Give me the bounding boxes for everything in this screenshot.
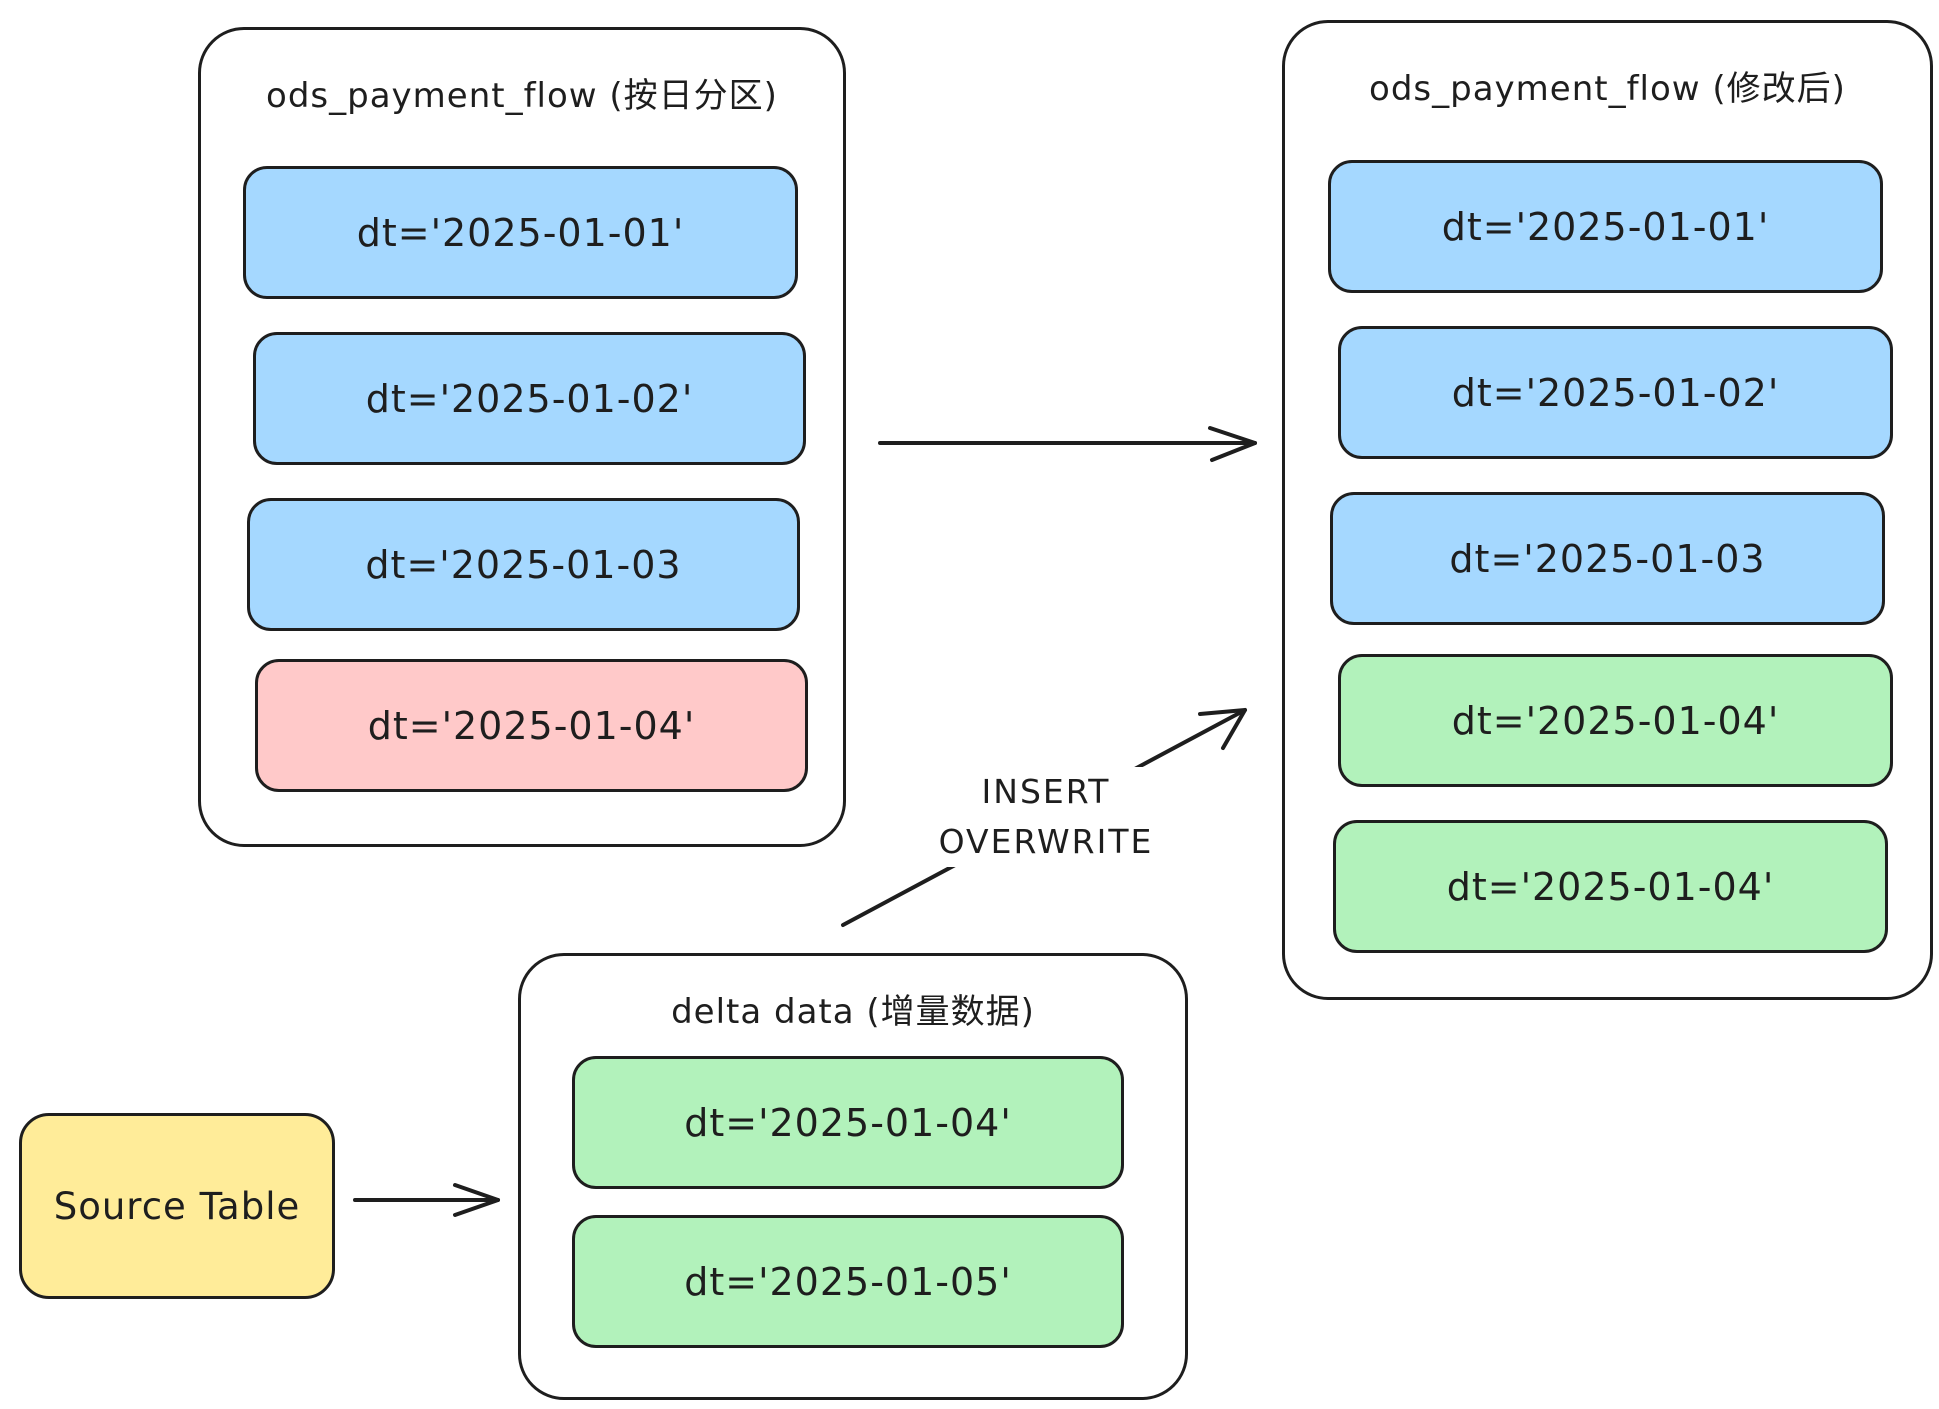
arrow-source-to-delta <box>353 1183 500 1217</box>
source-table-node: Source Table <box>19 1113 335 1299</box>
right-partition-4: dt='2025-01-04' <box>1338 654 1893 787</box>
left-partition-4: dt='2025-01-04' <box>255 659 808 792</box>
left-partition-2: dt='2025-01-02' <box>253 332 806 465</box>
right-table-title: ods_payment_flow (修改后) <box>1369 69 1846 109</box>
delta-partition-1: dt='2025-01-04' <box>572 1056 1124 1189</box>
delta-title: delta data (增量数据) <box>671 992 1035 1032</box>
right-partition-3: dt='2025-01-03 <box>1330 492 1885 625</box>
arrow-left-to-right <box>878 426 1257 462</box>
insert-overwrite-line2: OVERWRITE <box>938 822 1154 861</box>
right-partition-5: dt='2025-01-04' <box>1333 820 1888 953</box>
insert-overwrite-label: INSERT OVERWRITE <box>905 767 1187 867</box>
left-table-title: ods_payment_flow (按日分区) <box>266 76 778 116</box>
right-partition-1: dt='2025-01-01' <box>1328 160 1883 293</box>
delta-partition-2: dt='2025-01-05' <box>572 1215 1124 1348</box>
left-partition-3: dt='2025-01-03 <box>247 498 800 631</box>
right-partition-2: dt='2025-01-02' <box>1338 326 1893 459</box>
left-partition-1: dt='2025-01-01' <box>243 166 798 299</box>
insert-overwrite-line1: INSERT <box>981 772 1111 811</box>
